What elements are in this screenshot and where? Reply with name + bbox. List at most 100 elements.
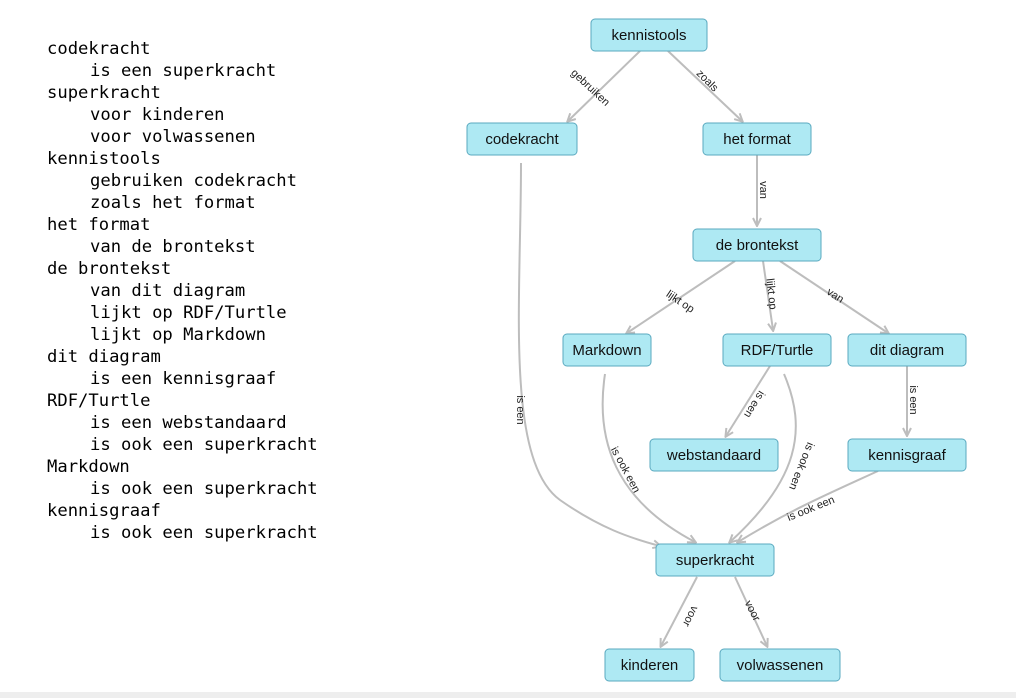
node-label: webstandaard xyxy=(666,447,761,464)
edge: lijkt op xyxy=(762,260,779,330)
node-webstandaard[interactable]: webstandaard xyxy=(649,438,779,472)
node-box xyxy=(692,228,822,262)
source-statement: gebruiken codekracht xyxy=(90,171,297,191)
node-label: het format xyxy=(723,131,791,148)
node-label: Markdown xyxy=(572,342,641,359)
source-subject: het format xyxy=(47,215,151,235)
edge-line xyxy=(734,576,767,646)
edge-label: van xyxy=(757,181,769,199)
node-label: kinderen xyxy=(621,657,679,674)
node-box xyxy=(604,648,695,682)
node-box xyxy=(649,438,779,472)
node-label: RDF/Turtle xyxy=(741,342,814,359)
edge: zoals xyxy=(667,50,742,121)
edge-line xyxy=(667,50,742,121)
edge-label: voor xyxy=(680,604,701,629)
source-statement: is ook een superkracht xyxy=(90,479,318,499)
nodes: kennistools codekracht het format de bronte… xyxy=(466,18,967,682)
edge-line xyxy=(726,365,771,436)
node-superkracht[interactable]: superkracht xyxy=(655,543,775,577)
edge: voor xyxy=(661,576,701,646)
source-statement: lijkt op RDF/Turtle xyxy=(90,303,287,323)
source-statement: van de brontekst xyxy=(90,237,256,257)
node-box xyxy=(562,333,652,367)
source-statement: voor volwassenen xyxy=(90,127,256,147)
node-rdf-turtle[interactable]: RDF/Turtle xyxy=(722,333,832,367)
edge-line xyxy=(661,576,698,646)
node-codekracht[interactable]: codekracht xyxy=(466,122,578,156)
node-label: codekracht xyxy=(485,131,559,148)
source-subject: kennistools xyxy=(47,149,161,169)
node-box xyxy=(847,333,967,367)
source-subject: RDF/Turtle xyxy=(47,391,151,411)
node-label: de brontekst xyxy=(716,237,799,254)
edge-label: voor xyxy=(742,599,763,624)
node-box xyxy=(466,122,578,156)
source-subject: codekracht xyxy=(47,39,151,59)
edge-label: zoals xyxy=(694,68,721,95)
node-kennisgraaf[interactable]: kennisgraaf xyxy=(847,438,967,472)
source-subject: kennisgraaf xyxy=(47,501,161,521)
node-box xyxy=(719,648,841,682)
edge-label: is een xyxy=(907,385,919,414)
node-box xyxy=(722,333,832,367)
node-box xyxy=(847,438,967,472)
edge-label: is ook een xyxy=(785,494,836,524)
node-kinderen[interactable]: kinderen xyxy=(604,648,695,682)
node-label: dit diagram xyxy=(870,342,944,359)
source-statement: is ook een superkracht xyxy=(90,523,318,543)
edge-label: is een xyxy=(514,395,526,424)
edge-line xyxy=(738,470,879,542)
source-statement: zoals het format xyxy=(90,193,256,213)
source-statement: is ook een superkracht xyxy=(90,435,318,455)
edge: is een xyxy=(726,365,771,436)
source-subject: Markdown xyxy=(47,457,130,477)
node-kennistools[interactable]: kennistools xyxy=(590,18,708,52)
source-statement: is een kennisgraaf xyxy=(90,369,277,389)
source-statement: is een superkracht xyxy=(90,61,277,81)
edge-line xyxy=(568,50,641,121)
node-dit-diagram[interactable]: dit diagram xyxy=(847,333,967,367)
edge: van xyxy=(757,155,769,225)
edge-label: lijkt op xyxy=(664,288,697,315)
edge-label: gebruiken xyxy=(568,67,612,109)
node-de-brontekst[interactable]: de brontekst xyxy=(692,228,822,262)
edge: van xyxy=(779,260,888,333)
edge: is een xyxy=(907,366,919,435)
source-subject: dit diagram xyxy=(47,347,161,367)
edge: lijkt op xyxy=(627,260,736,333)
edge-line xyxy=(627,260,736,333)
edge-line xyxy=(730,373,797,542)
edge-label: lijkt op xyxy=(763,278,778,310)
source-subject: de brontekst xyxy=(47,259,172,279)
edge: is ook een xyxy=(738,470,879,542)
node-label: superkracht xyxy=(676,552,755,569)
edge: voor xyxy=(734,576,767,646)
node-label: kennistools xyxy=(611,27,686,44)
node-het-format[interactable]: het format xyxy=(702,122,812,156)
node-markdown[interactable]: Markdown xyxy=(562,333,652,367)
edge-line xyxy=(779,260,888,333)
node-box xyxy=(702,122,812,156)
edge-line xyxy=(762,260,773,330)
edge: is een xyxy=(514,162,660,546)
source-subject: superkracht xyxy=(47,83,161,103)
source-statement: voor kinderen xyxy=(90,105,225,125)
bottom-bar xyxy=(0,692,1016,698)
node-volwassenen[interactable]: volwassenen xyxy=(719,648,841,682)
edge-label: is ook een xyxy=(608,445,642,495)
edge-label: is ook een xyxy=(786,441,816,492)
node-label: volwassenen xyxy=(737,657,824,674)
edge-line xyxy=(517,162,660,546)
node-box xyxy=(655,543,775,577)
node-label: kennisgraaf xyxy=(868,447,946,464)
source-statement: van dit diagram xyxy=(90,281,246,301)
edge: gebruiken xyxy=(568,50,641,121)
edge-line xyxy=(601,373,695,542)
source-statement: is een webstandaard xyxy=(90,413,287,433)
node-box xyxy=(590,18,708,52)
source-statement: lijkt op Markdown xyxy=(90,325,266,345)
